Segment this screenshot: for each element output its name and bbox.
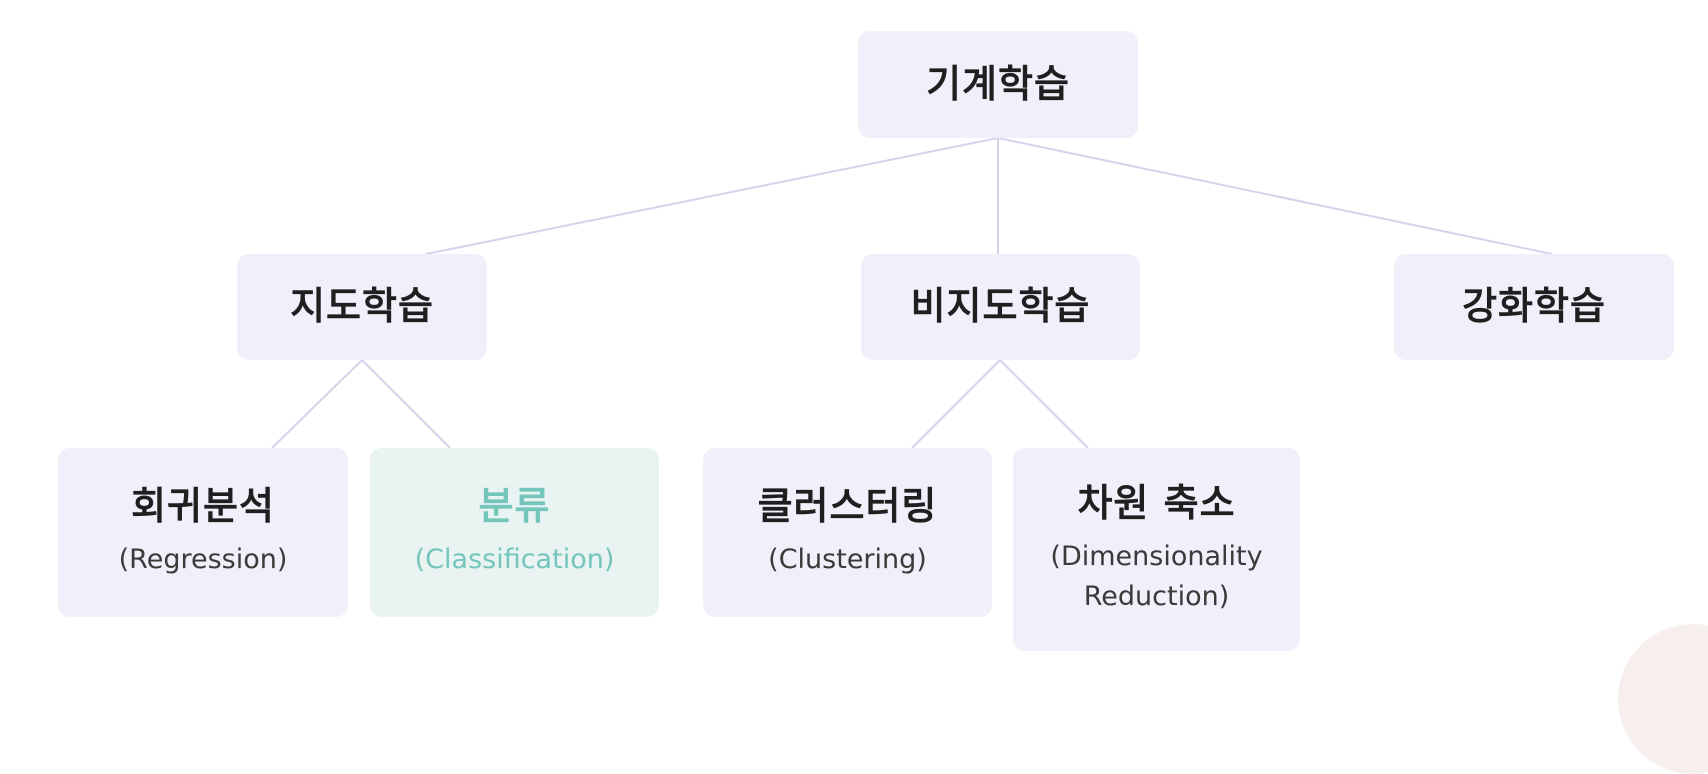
edge-root-reinforcement (997, 137, 1553, 255)
connector-lines (271, 137, 1553, 449)
node-title: 회귀분석 (131, 484, 275, 529)
edge-supervised-classification (361, 359, 451, 449)
node-title: 기계학습 (926, 61, 1070, 106)
node-regression: 회귀분석 (Regression) (58, 448, 348, 617)
edge-root-supervised (425, 137, 999, 255)
node-dimensionality-reduction: 차원 축소 (Dimensionality Reduction) (1013, 448, 1300, 651)
node-unsupervised-learning: 비지도학습 (861, 254, 1140, 360)
node-title: 분류 (478, 484, 551, 529)
node-title: 지도학습 (290, 284, 434, 329)
node-subtitle: (Regression) (118, 544, 288, 576)
node-title: 비지도학습 (910, 284, 1091, 329)
node-title: 클러스터링 (757, 484, 938, 529)
node-title: 강화학습 (1462, 284, 1606, 329)
node-subtitle: (Clustering) (768, 544, 927, 576)
node-subtitle: (Dimensionality Reduction) (1050, 540, 1263, 613)
edge-unsupervised-dimreduction (999, 359, 1089, 449)
node-supervised-learning: 지도학습 (237, 254, 487, 360)
edge-supervised-regression (271, 359, 363, 449)
node-classification: 분류 (Classification) (370, 448, 659, 617)
node-subtitle: (Classification) (414, 544, 615, 576)
node-reinforcement-learning: 강화학습 (1394, 254, 1674, 360)
node-title: 차원 축소 (1077, 481, 1236, 526)
node-machine-learning: 기계학습 (858, 31, 1138, 138)
node-clustering: 클러스터링 (Clustering) (703, 448, 992, 617)
edge-unsupervised-clustering (911, 359, 1001, 449)
